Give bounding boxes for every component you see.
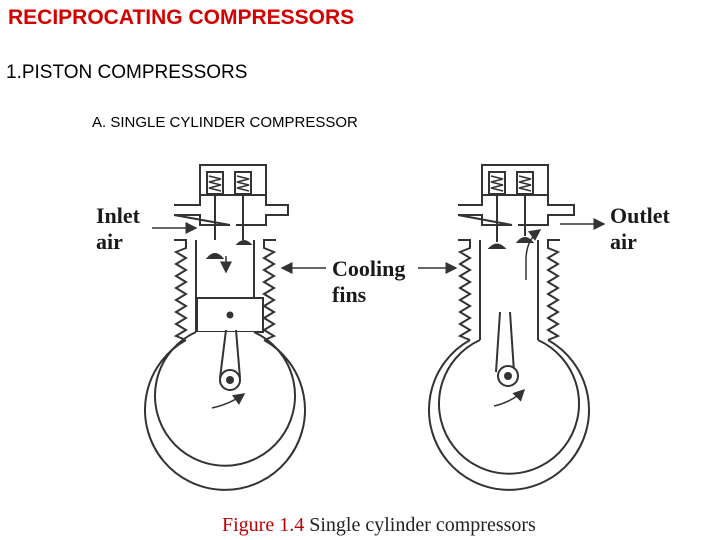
outlet-valve-spring [234,171,252,240]
connecting-rod [219,329,241,379]
slide-title: RECIPROCATING COMPRESSORS [8,6,355,29]
right-cooling-fins [546,239,561,341]
cooling-fins-label: Cooling fins [332,256,405,308]
left-cooling-fins [457,239,472,341]
slide-subtitle: 1.PISTON COMPRESSORS [6,62,248,83]
inlet-valve-head [205,253,225,259]
outlet-label-line1: Outlet [610,203,670,228]
left-compressor [144,164,326,491]
inlet-label-line1: Inlet [96,203,140,228]
cooling-label-line1: Cooling [332,256,406,281]
left-cooling-fins [173,239,188,341]
right-compressor [418,164,606,491]
inlet-air-label: Inlet air [96,203,140,255]
figure-caption: Figure 1.4 Single cylinder compressors [222,514,536,537]
outlet-valve-head [235,240,253,245]
inlet-label-line2: air [96,229,123,254]
figure-caption-text: Single cylinder compressors [309,514,536,536]
crankcase [144,339,306,491]
outlet-label-line2: air [610,229,637,254]
cooling-label-line2: fins [332,282,367,307]
right-cooling-fins [262,239,277,341]
inlet-valve-spring [206,171,224,240]
inlet-valve-spring [488,171,506,242]
outlet-air-label: Outlet air [610,203,670,255]
figure-number: Figure 1.4 [222,514,305,536]
section-heading: A. SINGLE CYLINDER COMPRESSOR [92,114,358,131]
outlet-valve-spring [516,171,534,236]
